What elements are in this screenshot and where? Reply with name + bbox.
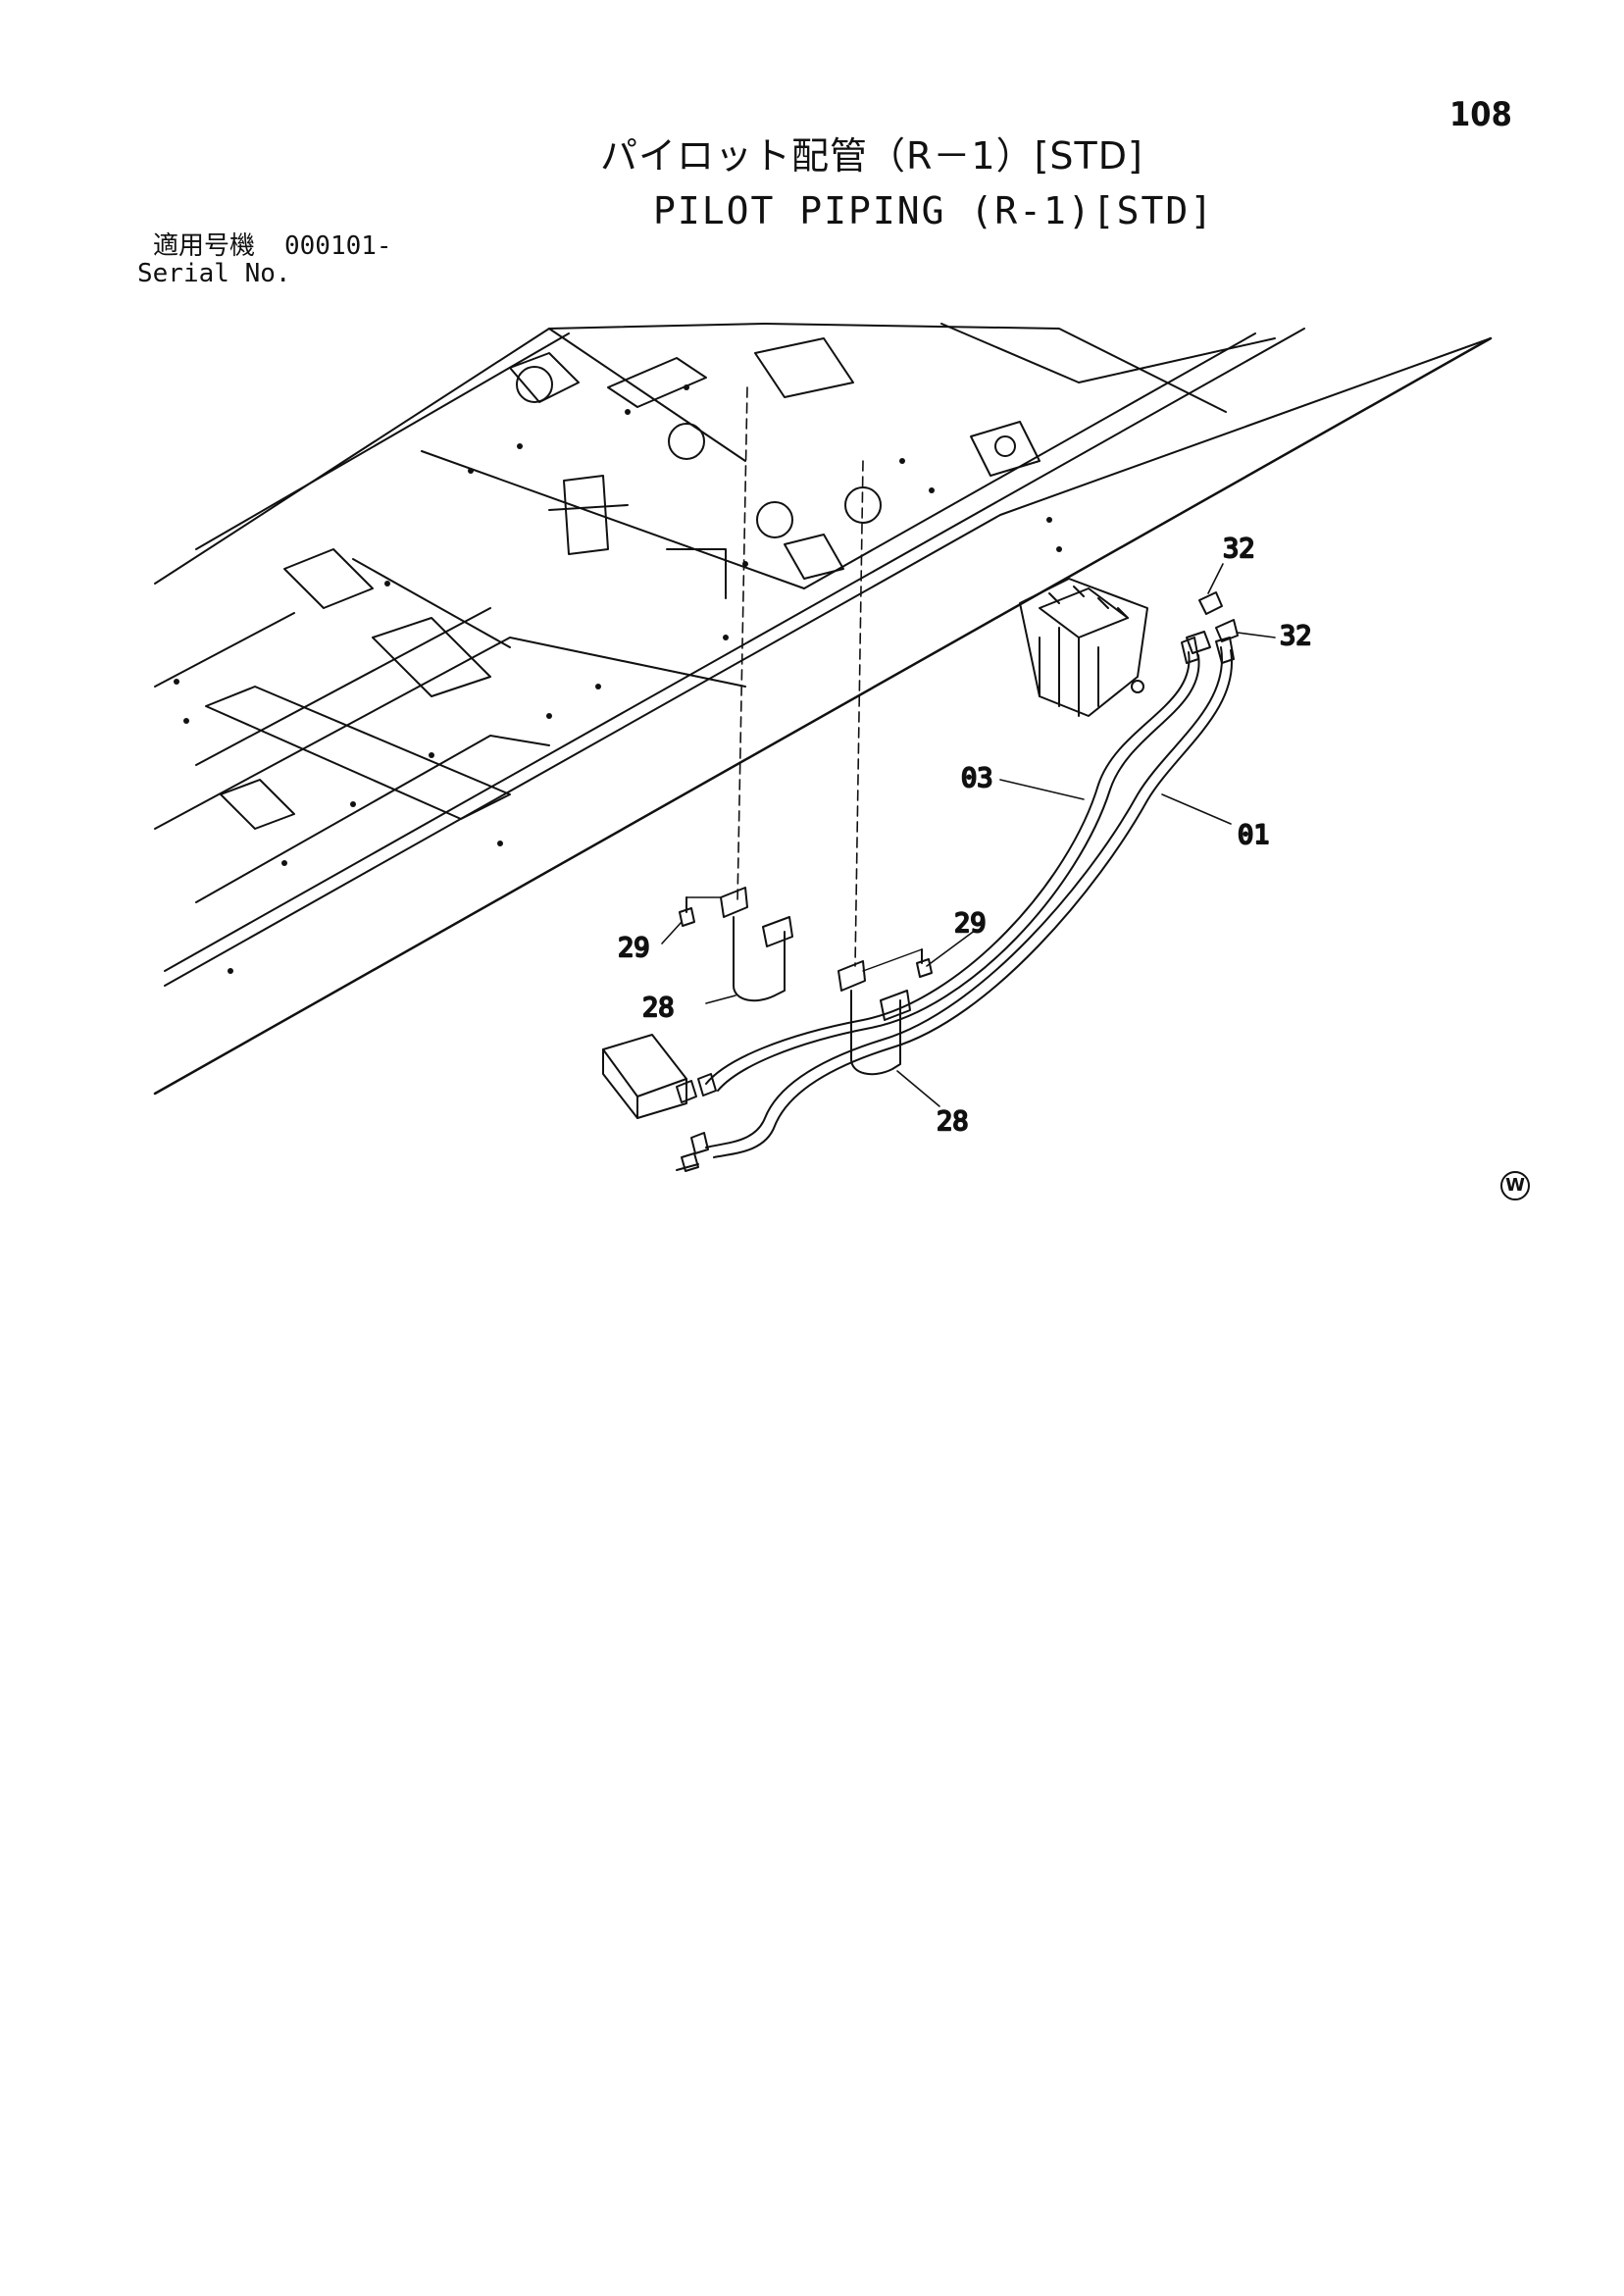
leader-lines xyxy=(661,563,1276,1107)
callout-28-bottom: 28 xyxy=(937,1106,969,1137)
guide-lines xyxy=(736,386,864,967)
page-number: 108 xyxy=(1449,95,1512,134)
callout-03: 03 xyxy=(961,763,993,793)
pressure-sensor xyxy=(602,1034,717,1172)
callout-32-top: 32 xyxy=(1223,534,1255,564)
fitting-32 xyxy=(1186,591,1239,654)
callout-29-left: 29 xyxy=(618,933,650,963)
page-title-english: PILOT PIPING (R-1)[STD] xyxy=(653,189,1215,232)
serial-number-value: 000101- xyxy=(284,231,392,261)
clamp-28 xyxy=(720,887,911,1076)
serial-label-english: Serial No. xyxy=(137,259,291,288)
hoses xyxy=(705,637,1235,1158)
watermark-letter: W xyxy=(1505,1175,1525,1196)
pilot-valve xyxy=(1019,578,1148,717)
callout-28-left: 28 xyxy=(642,993,675,1023)
bolt-29 xyxy=(679,896,933,978)
serial-label-japanese: 適用号機 xyxy=(153,231,256,261)
callout-29-right: 29 xyxy=(954,908,987,939)
revolving-frame xyxy=(153,323,1493,1096)
page-title-japanese: パイロット配管（R－1）[STD] xyxy=(600,134,1143,178)
callout-01: 01 xyxy=(1238,820,1270,850)
watermark-mark-icon: W xyxy=(1500,1171,1530,1200)
callout-32-right: 32 xyxy=(1280,621,1312,651)
